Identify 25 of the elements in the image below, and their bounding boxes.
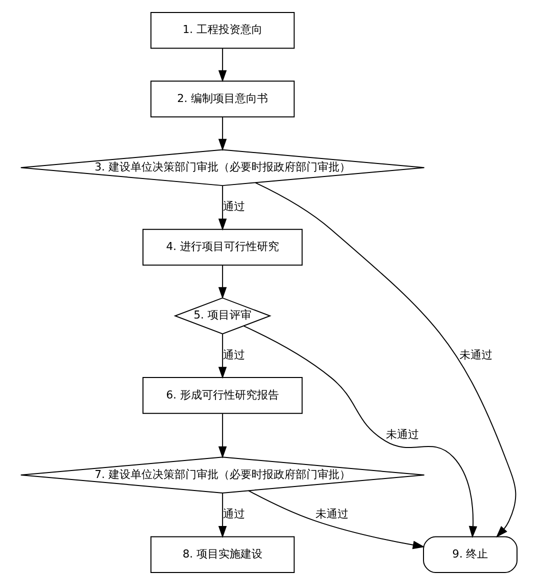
arrow: [218, 334, 226, 379]
edge-label: 通过: [222, 348, 244, 362]
node-box: 9. 终止: [422, 536, 518, 574]
edge-label: 通过: [222, 200, 244, 214]
edge-label: 未通过: [314, 508, 348, 521]
arrow: [218, 48, 226, 82]
node-box: 4. 进行项目可行性研究: [142, 228, 302, 266]
arrow: [254, 182, 516, 538]
arrow: [248, 490, 424, 550]
arrow: [218, 413, 226, 458]
node-diamond: 7. 建设单位决策部门审批（必要时报政府部门审批）: [20, 456, 424, 494]
node-box: 2. 编制项目意向书: [150, 80, 294, 118]
arrow: [218, 185, 226, 231]
arrow: [242, 326, 477, 538]
node-box: 6. 形成可行性研究报告: [142, 377, 302, 414]
node-diamond: 5. 项目评审: [173, 297, 271, 334]
edge-label: 通过: [222, 508, 244, 521]
node-box: 1. 工程投资意向: [150, 12, 294, 49]
arrow: [218, 492, 226, 538]
node-diamond: 3. 建设单位决策部门审批（必要时报政府部门审批）: [20, 149, 424, 186]
arrow: [218, 116, 226, 151]
node-box: 8. 项目实施建设: [150, 536, 294, 574]
edge-label: 未通过: [386, 428, 419, 442]
arrow: [218, 264, 226, 300]
edge-label: 未通过: [459, 348, 492, 362]
